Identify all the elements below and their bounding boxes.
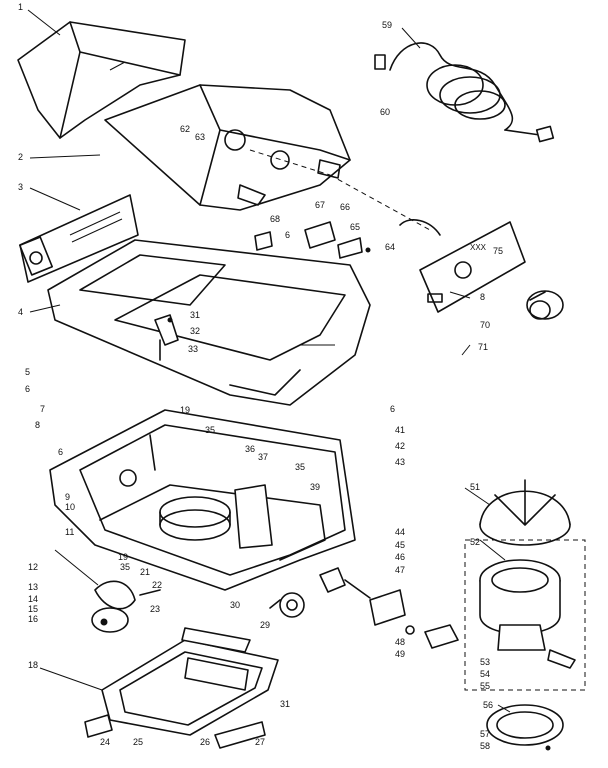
callout-label: 53 — [480, 657, 490, 667]
callout-label: 45 — [395, 540, 405, 550]
callout-label: 66 — [340, 202, 350, 212]
switch-assembly — [319, 567, 459, 649]
callout-label: 3 — [18, 182, 23, 192]
callout-label: 33 — [188, 344, 198, 354]
fan-assembly — [91, 580, 161, 633]
callout-label: 6 — [25, 384, 30, 394]
upper-housing — [104, 84, 351, 211]
callout-label: 35 — [205, 425, 215, 435]
callout-label: 57 — [480, 729, 490, 739]
callout-label: 12 — [28, 562, 38, 572]
callout-label: 21 — [140, 567, 150, 577]
callout-label: 1 — [18, 2, 23, 12]
callout-label: 39 — [310, 482, 320, 492]
callout-label: 8 — [480, 292, 485, 302]
leader-lines — [27, 9, 511, 713]
callout-label: 71 — [478, 342, 488, 352]
control-knob — [526, 290, 564, 320]
callout-label: 51 — [470, 482, 480, 492]
callout-label: 48 — [395, 637, 405, 647]
callout-label: 56 — [483, 700, 493, 710]
callout-label: 64 — [385, 242, 395, 252]
hardware-parts — [249, 149, 441, 259]
control-panel: XXX 75 — [419, 221, 526, 313]
callout-label: 9 — [65, 492, 70, 502]
callout-label: 65 — [350, 222, 360, 232]
callout-label: 36 — [245, 444, 255, 454]
callout-label: 14 — [28, 594, 38, 604]
callout-label: 27 — [255, 737, 265, 747]
motor-assembly-box — [464, 539, 586, 691]
hood-cover — [17, 21, 186, 139]
panel-mark-a: XXX — [470, 243, 487, 252]
callout-label: 23 — [150, 604, 160, 614]
callout-label: 60 — [380, 107, 390, 117]
callout-label: 31 — [190, 310, 200, 320]
callout-label: 19 — [180, 405, 190, 415]
callout-label: 24 — [100, 737, 110, 747]
caster-wheel — [269, 592, 305, 618]
base-chassis — [49, 409, 356, 591]
callout-label: 41 — [395, 425, 405, 435]
top-frame — [47, 239, 371, 406]
callout-label: 62 — [180, 124, 190, 134]
filter-tray — [84, 627, 279, 749]
callout-label: 29 — [260, 620, 270, 630]
callout-label: 19 — [118, 552, 128, 562]
callout-label: 54 — [480, 669, 490, 679]
callout-label: 31 — [280, 699, 290, 709]
callout-label: 58 — [480, 741, 490, 751]
callout-label: 63 — [195, 132, 205, 142]
callout-label: 5 — [25, 367, 30, 377]
side-panel — [19, 194, 139, 283]
motor-cover — [479, 479, 571, 546]
callout-label: 7 — [40, 404, 45, 414]
callout-label: 43 — [395, 457, 405, 467]
callout-label: 35 — [295, 462, 305, 472]
callout-label: 4 — [18, 307, 23, 317]
callout-label: 46 — [395, 552, 405, 562]
callout-label: 15 — [28, 604, 38, 614]
callout-label: 6 — [285, 230, 290, 240]
callout-label: 6 — [390, 404, 395, 414]
callout-label: 22 — [152, 580, 162, 590]
callout-label: 32 — [190, 326, 200, 336]
callout-label: 72 — [0, 0, 10, 2]
callout-label: 59 — [382, 20, 392, 30]
callout-label: 52 — [470, 537, 480, 547]
power-cord — [374, 42, 555, 143]
latch-bracket — [154, 314, 179, 361]
callout-label: 47 — [395, 565, 405, 575]
callout-label: 44 — [395, 527, 405, 537]
callout-label: 30 — [230, 600, 240, 610]
callout-label: 70 — [480, 320, 490, 330]
callout-label: 26 — [200, 737, 210, 747]
callout-label: 67 — [315, 200, 325, 210]
callout-label: 10 — [65, 502, 75, 512]
callout-label: 37 — [258, 452, 268, 462]
callout-label: 8 — [35, 420, 40, 430]
callout-label: 25 — [133, 737, 143, 747]
callout-label: 42 — [395, 441, 405, 451]
callout-label: 55 — [480, 681, 490, 691]
callout-label: 68 — [270, 214, 280, 224]
callout-label: 2 — [18, 152, 23, 162]
callout-label: 13 — [28, 582, 38, 592]
callout-label: 6 — [58, 447, 63, 457]
callout-label: 18 — [28, 660, 38, 670]
panel-mark-b: 75 — [493, 246, 503, 256]
callout-label: 49 — [395, 649, 405, 659]
callout-label: 35 — [120, 562, 130, 572]
callout-label: 11 — [65, 527, 74, 537]
callout-label: 16 — [28, 614, 38, 624]
bottom-gasket — [486, 704, 564, 751]
